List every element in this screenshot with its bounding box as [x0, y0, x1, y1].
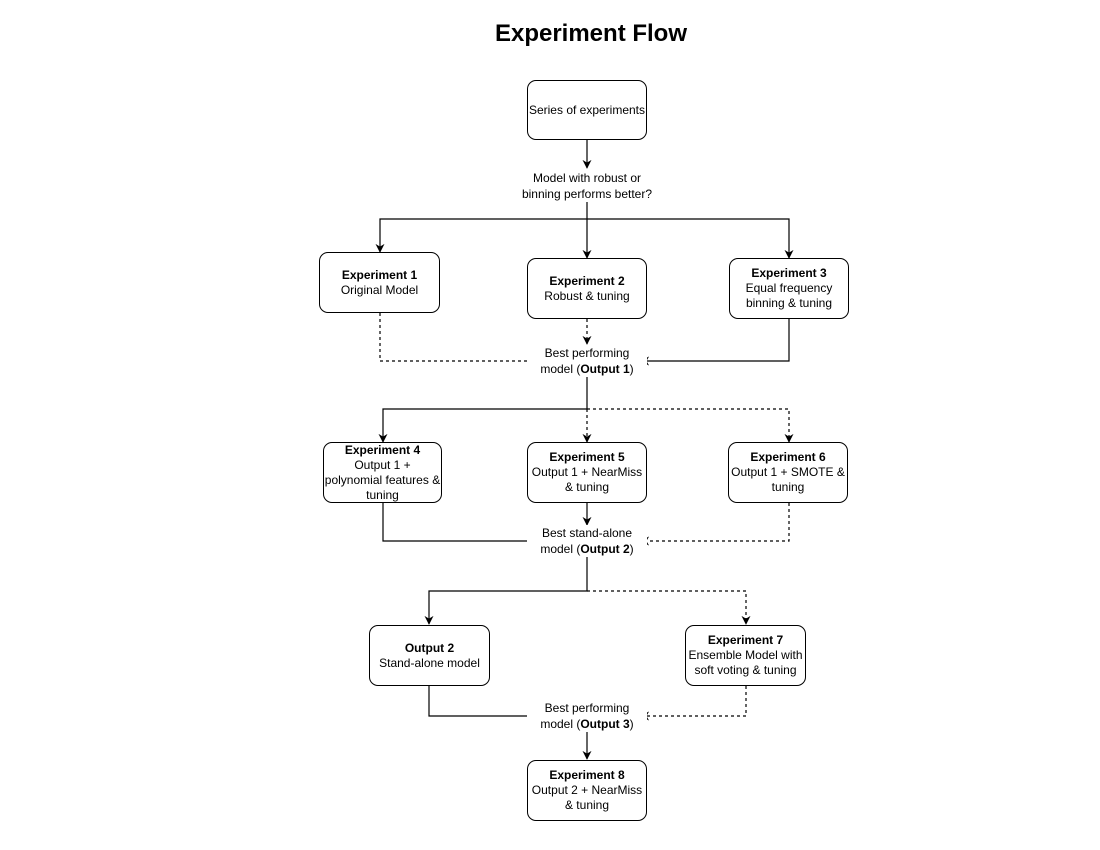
experiment-6-desc-line-2: tuning [771, 480, 805, 494]
edge-exp4-to-merge2 [382, 503, 536, 546]
merge-3-line-1: Best performing [544, 701, 630, 715]
node-experiment-7: Experiment 7 Ensemble Model with soft vo… [685, 625, 806, 686]
edge-exp6-to-merge2 [640, 503, 790, 546]
node-experiment-2: Experiment 2 Robust & tuning [527, 258, 647, 319]
node-merge-output-2: Best stand-alone model (Output 2) [527, 525, 647, 557]
merge-3-line-2: model (Output 3) [540, 717, 634, 731]
experiment-7-desc-line-2: soft voting & tuning [694, 663, 797, 677]
node-start: Series of experiments [527, 80, 647, 140]
edge-split-to-exp1 [375, 218, 587, 253]
experiment-8-desc-line-2: & tuning [564, 798, 610, 812]
edge-merge2-to-exp7 [587, 590, 751, 625]
experiment-7-name: Experiment 7 [707, 633, 784, 647]
experiment-3-name: Experiment 3 [751, 266, 827, 280]
node-experiment-8: Experiment 8 Output 2 + NearMiss & tunin… [527, 760, 647, 821]
node-start-label: Series of experiments [528, 102, 646, 117]
edge-merge1-to-exp6 [587, 408, 794, 443]
node-experiment-4: Experiment 4 Output 1 + polynomial featu… [323, 442, 442, 503]
experiment-5-name: Experiment 5 [549, 450, 625, 464]
experiment-1-desc: Original Model [340, 282, 419, 297]
experiment-2-name: Experiment 2 [549, 273, 625, 288]
experiment-4-desc-line-2: polynomial features & [324, 472, 441, 487]
merge-1-line-2: model (Output 1) [540, 362, 634, 376]
experiment-4-name: Experiment 4 [344, 442, 421, 457]
edge-merge2-to-out2 [424, 557, 588, 625]
output-2-desc: Stand-alone model [379, 655, 480, 670]
experiment-4-desc-line-1: Output 1 + [354, 457, 411, 472]
experiment-1-name: Experiment 1 [341, 267, 418, 282]
experiment-6-name: Experiment 6 [750, 450, 826, 464]
node-experiment-6: Experiment 6 Output 1 + SMOTE & tuning [728, 442, 848, 503]
diagram-title: Experiment Flow [494, 20, 688, 47]
experiment-8-desc-line-1: Output 2 + NearMiss [531, 783, 643, 797]
node-experiment-1: Experiment 1 Original Model [319, 252, 440, 313]
merge-2-line-2: model (Output 2) [540, 542, 634, 556]
node-merge-output-3: Best performing model (Output 3) [527, 700, 647, 732]
experiment-2-desc: Robust & tuning [544, 288, 630, 303]
node-output-2: Output 2 Stand-alone model [369, 625, 490, 686]
experiment-3-desc-line-1: Equal frequency [745, 281, 833, 295]
edge-exp1-to-merge1 [379, 313, 536, 366]
experiment-6-desc-line-1: Output 1 + SMOTE & [731, 465, 845, 479]
question-line-1: Model with robust or [532, 171, 642, 185]
node-experiment-5: Experiment 5 Output 1 + NearMiss & tunin… [527, 442, 647, 503]
node-merge-output-1: Best performing model (Output 1) [527, 345, 647, 377]
experiment-3-desc-line-2: binning & tuning [745, 296, 833, 310]
question-line-2: binning performs better? [521, 187, 653, 201]
edge-exp3-to-merge1 [640, 319, 790, 366]
experiment-5-desc-line-1: Output 1 + NearMiss [531, 465, 643, 479]
edge-split-to-exp3 [587, 218, 794, 259]
edge-out2-to-merge3 [428, 686, 536, 721]
merge-1-line-1: Best performing [544, 346, 630, 360]
experiment-4-desc-line-3: tuning [366, 487, 399, 502]
experiment-8-name: Experiment 8 [549, 768, 625, 782]
node-question: Model with robust or binning performs be… [497, 170, 677, 202]
output-2-name: Output 2 [404, 640, 455, 655]
edge-exp7-to-merge3 [640, 686, 747, 721]
edge-merge1-to-exp4 [378, 377, 588, 443]
experiment-7-desc-line-1: Ensemble Model with [688, 648, 803, 662]
merge-2-line-1: Best stand-alone [541, 526, 633, 540]
node-experiment-3: Experiment 3 Equal frequency binning & t… [729, 258, 849, 319]
experiment-5-desc-line-2: & tuning [564, 480, 610, 494]
